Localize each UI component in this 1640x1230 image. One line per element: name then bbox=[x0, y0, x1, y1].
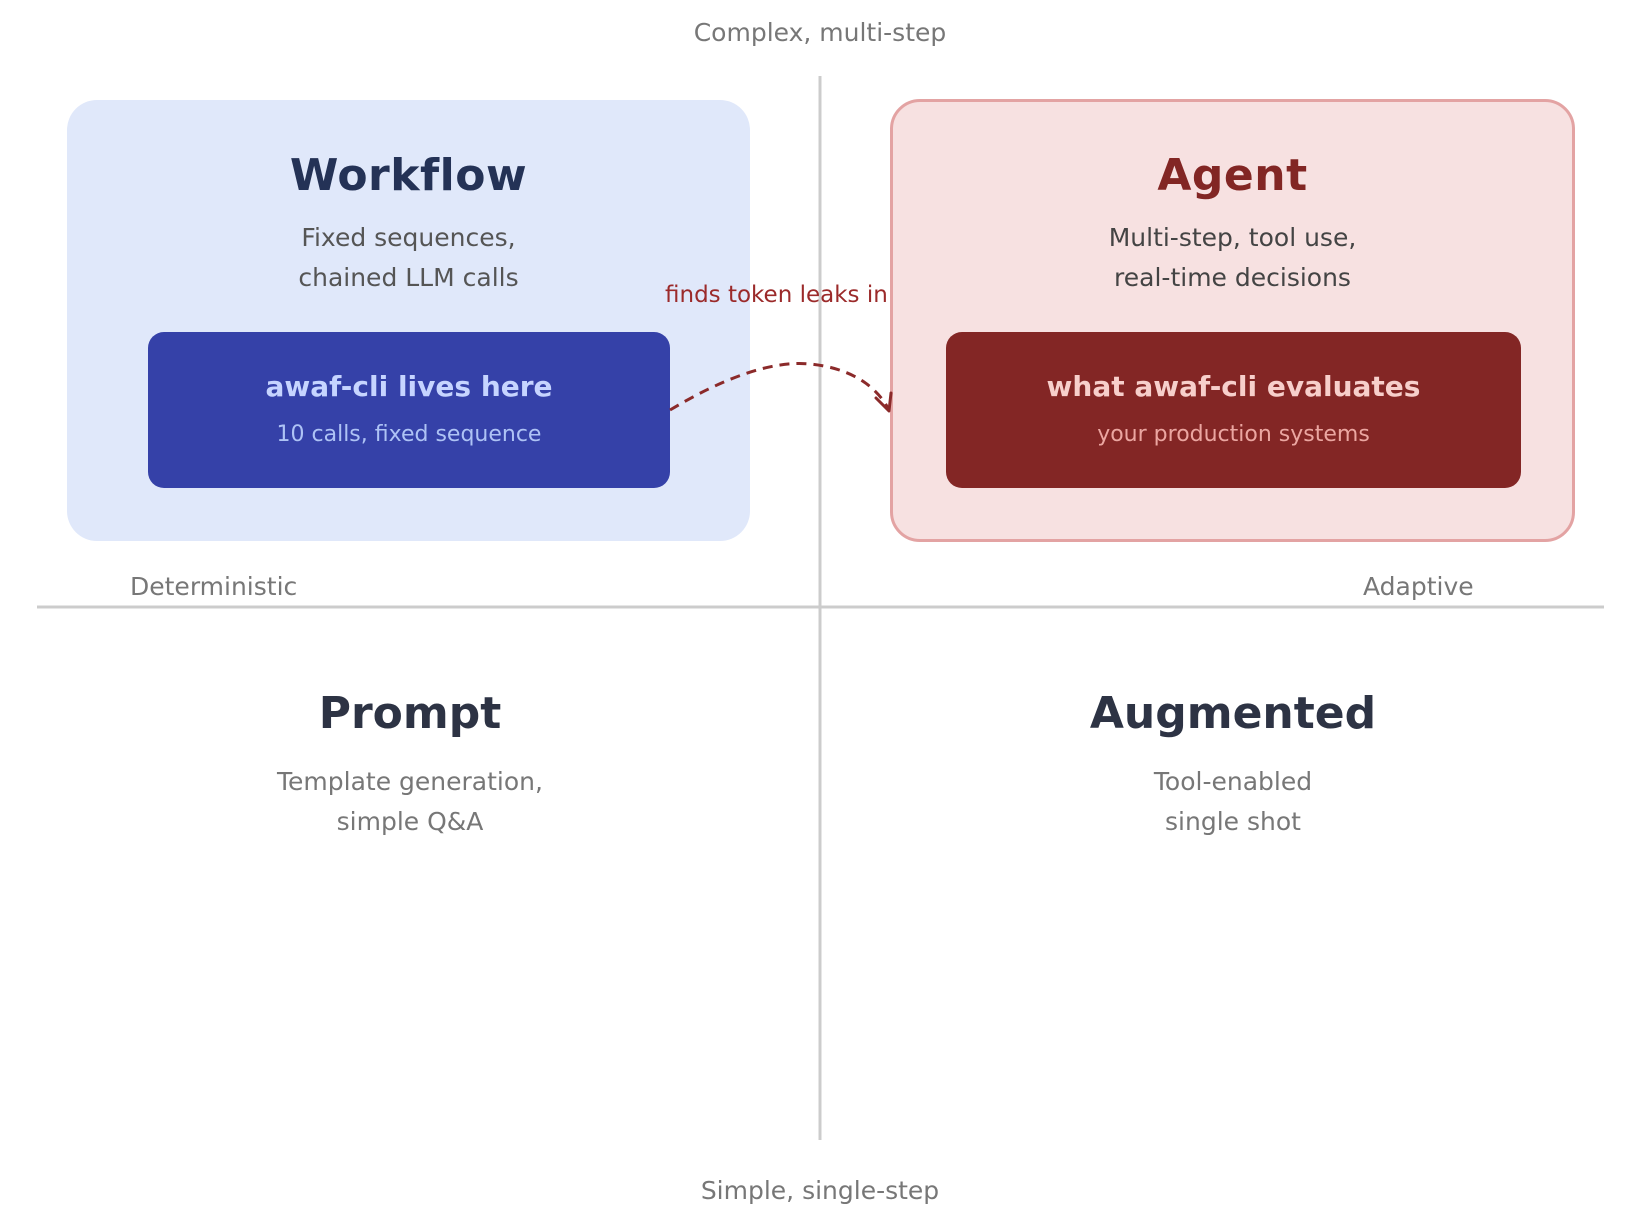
agent-description: Multi-step, tool use, real-time decision… bbox=[893, 218, 1572, 298]
prompt-desc-line1: Template generation, bbox=[277, 767, 543, 796]
evaluates-box-title: what awaf-cli evaluates bbox=[1046, 370, 1421, 403]
augmented-desc-line2: single shot bbox=[1165, 807, 1301, 836]
arrow-label: finds token leaks in bbox=[665, 282, 888, 308]
workflow-description: Fixed sequences, chained LLM calls bbox=[67, 218, 750, 298]
prompt-desc-line2: simple Q&A bbox=[336, 807, 484, 836]
agent-desc-line2: real-time decisions bbox=[1114, 263, 1351, 292]
augmented-description: Tool-enabled single shot bbox=[1033, 762, 1433, 842]
arrowhead-icon bbox=[874, 391, 893, 413]
axis-label-bottom: Simple, single-step bbox=[700, 1176, 940, 1205]
awaf-cli-box-subtitle: 10 calls, fixed sequence bbox=[276, 422, 542, 447]
axis-label-left: Deterministic bbox=[130, 572, 298, 601]
augmented-title: Augmented bbox=[1089, 688, 1377, 739]
evaluates-box: what awaf-cli evaluates your production … bbox=[946, 332, 1521, 488]
axis-label-right: Adaptive bbox=[1363, 572, 1474, 601]
agent-desc-line1: Multi-step, tool use, bbox=[1108, 223, 1357, 252]
awaf-cli-box-title: awaf-cli lives here bbox=[265, 370, 553, 403]
augmented-desc-line1: Tool-enabled bbox=[1153, 767, 1313, 796]
workflow-desc-line2: chained LLM calls bbox=[298, 263, 519, 292]
workflow-title: Workflow bbox=[289, 150, 528, 201]
evaluates-box-subtitle: your production systems bbox=[1097, 422, 1370, 447]
awaf-cli-box: awaf-cli lives here 10 calls, fixed sequ… bbox=[148, 332, 670, 488]
agent-quadrant: Agent Multi-step, tool use, real-time de… bbox=[890, 99, 1575, 542]
connector-arrow-path bbox=[669, 361, 890, 412]
workflow-desc-line1: Fixed sequences, bbox=[301, 223, 516, 252]
prompt-description: Template generation, simple Q&A bbox=[210, 762, 610, 842]
workflow-quadrant: Workflow Fixed sequences, chained LLM ca… bbox=[67, 100, 750, 541]
agent-title: Agent bbox=[1157, 150, 1308, 201]
prompt-title: Prompt bbox=[318, 688, 502, 739]
axis-label-top: Complex, multi-step bbox=[693, 18, 947, 47]
